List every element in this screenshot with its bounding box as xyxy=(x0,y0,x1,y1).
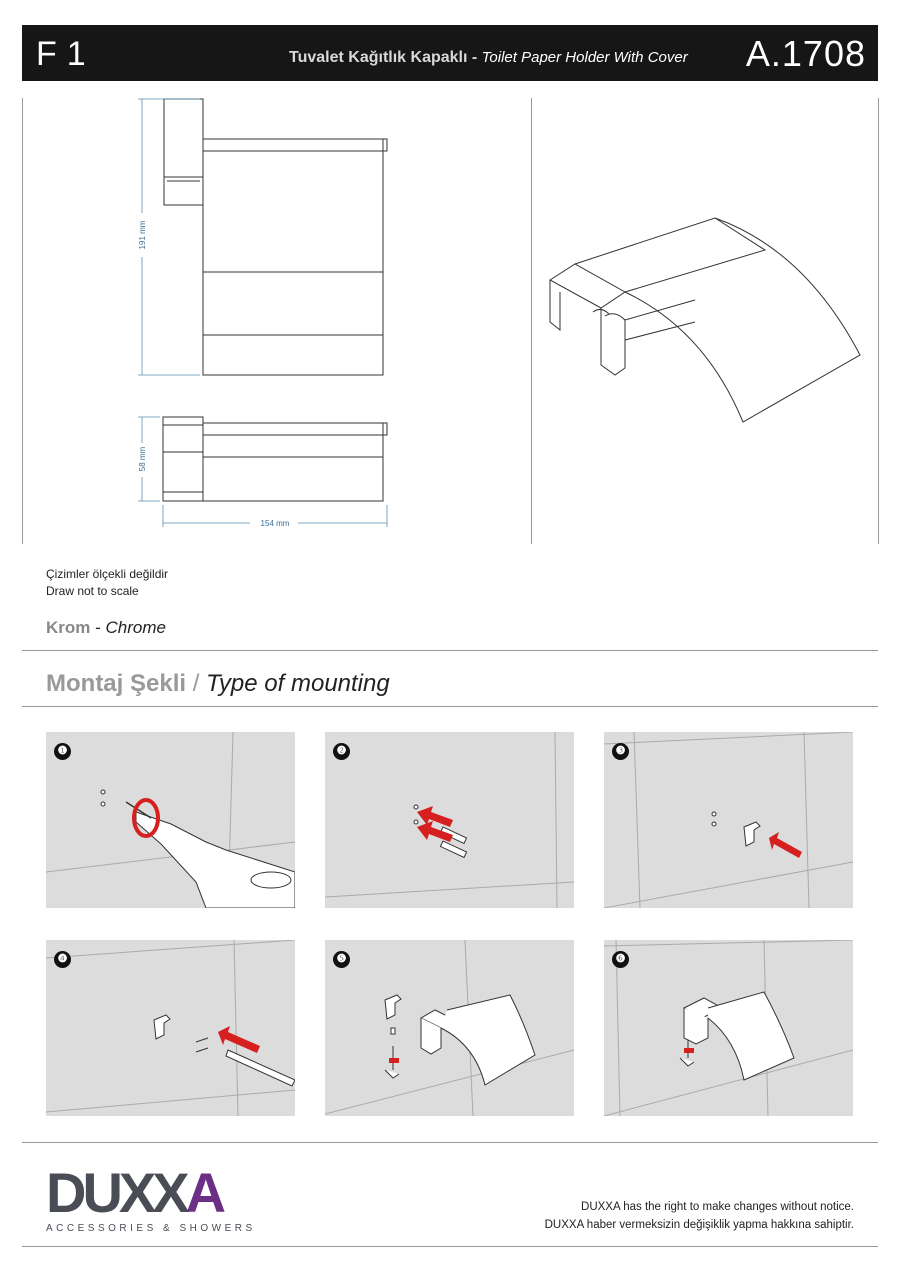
finish-label: Krom - Chrome xyxy=(46,618,166,638)
mounting-step-2: ❷ xyxy=(325,732,574,908)
brand-name-accent: A xyxy=(185,1161,227,1224)
product-title-tr: Tuvalet Kağıtlık Kapaklı xyxy=(289,49,468,66)
depth-dimension: 58 mm xyxy=(138,446,147,471)
mounting-step-4: ❹ xyxy=(46,940,295,1116)
step-number-1: ❶ xyxy=(54,743,71,760)
mounting-heading: Montaj Şekli / Type of mounting xyxy=(46,670,390,698)
frame-center-divider xyxy=(531,98,532,544)
mounting-heading-en: Type of mounting xyxy=(206,670,390,697)
step-number-2: ❷ xyxy=(333,743,350,760)
mounting-step-3: ❸ xyxy=(604,732,853,908)
divider-footer-bottom xyxy=(22,1246,878,1247)
title-separator: - xyxy=(467,49,482,66)
step-number-6: ❻ xyxy=(612,951,629,968)
finish-en: Chrome xyxy=(105,618,166,637)
frame-right-divider xyxy=(878,98,879,544)
step-number-5: ❺ xyxy=(333,951,350,968)
technical-drawing: 191 mm 58 mm 154 mm xyxy=(138,98,388,528)
frame-top-divider xyxy=(22,98,23,544)
height-dimension: 191 mm xyxy=(138,220,147,249)
product-title-en: Toilet Paper Holder With Cover xyxy=(481,49,688,66)
disclaimer-en: DUXXA has the right to make changes with… xyxy=(581,1201,854,1213)
scale-note-tr: Çizimler ölçekli değildir xyxy=(46,567,169,581)
step-number-4: ❹ xyxy=(54,951,71,968)
divider-mounting xyxy=(22,706,878,707)
divider-finish xyxy=(22,650,878,651)
brand-name-main: DUXX xyxy=(46,1161,190,1224)
brand-wordmark: DUXXA xyxy=(46,1165,256,1221)
mounting-step-6: ❻ xyxy=(604,940,853,1116)
header-bar: F1 Tuvalet Kağıtlık Kapaklı - Toilet Pap… xyxy=(22,25,878,81)
divider-footer-top xyxy=(22,1142,878,1143)
series-label: F1 xyxy=(36,35,96,73)
product-isometric xyxy=(549,217,861,423)
step-number-3: ❸ xyxy=(612,743,629,760)
brand-logo: DUXXA ACCESSORIES & SHOWERS xyxy=(46,1165,256,1235)
scale-note-en: Draw not to scale xyxy=(46,584,139,598)
mounting-heading-separator: / xyxy=(186,670,207,697)
brand-tagline: ACCESSORIES & SHOWERS xyxy=(46,1223,256,1234)
mounting-step-1: ❶ xyxy=(46,732,295,908)
product-title: Tuvalet Kağıtlık Kapaklı - Toilet Paper … xyxy=(289,49,688,67)
mounting-step-5: ❺ xyxy=(325,940,574,1116)
product-code: A.1708 xyxy=(745,33,866,74)
disclaimer-tr: DUXXA haber vermeksizin değişiklik yapma… xyxy=(544,1219,854,1231)
mounting-heading-tr: Montaj Şekli xyxy=(46,670,187,697)
width-dimension: 154 mm xyxy=(261,519,290,528)
finish-tr: Krom xyxy=(46,618,91,637)
finish-separator: - xyxy=(90,618,106,637)
